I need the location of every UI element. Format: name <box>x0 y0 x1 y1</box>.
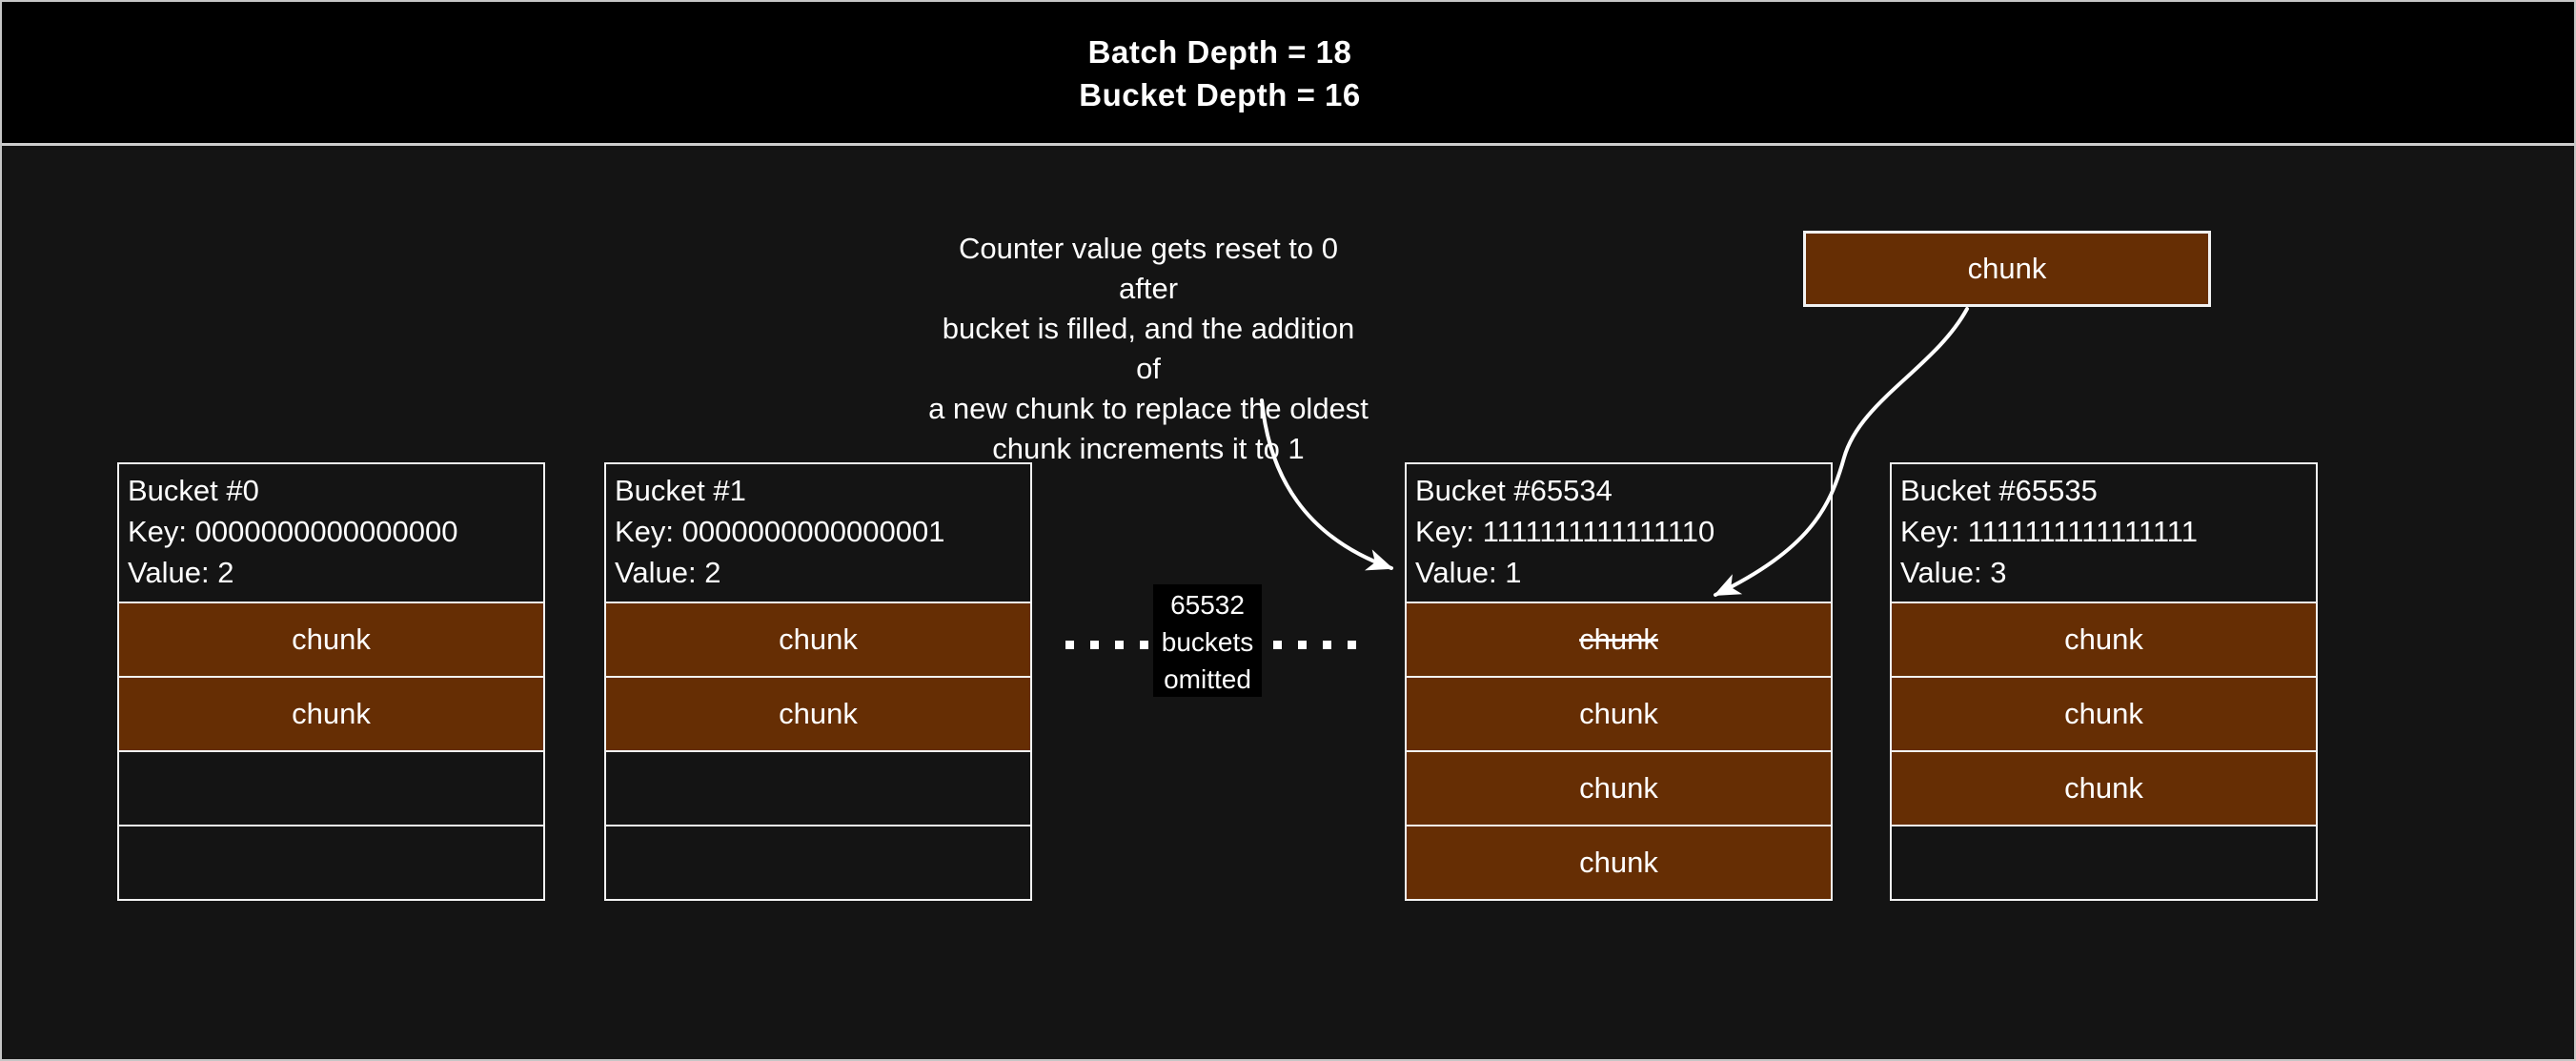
bucket-value: Value: 1 <box>1415 556 1522 589</box>
chunk-label: chunk <box>1579 846 1658 879</box>
chunk-slot: chunk <box>604 602 1032 678</box>
chunk-label: chunk <box>779 697 858 730</box>
title-band: Batch Depth = 18 Bucket Depth = 16 <box>2 2 2574 146</box>
chunk-slot: chunk <box>1890 676 2318 752</box>
annotation-line: bucket is filled, and the addition of <box>942 312 1355 385</box>
ellipsis-dot <box>1065 641 1074 649</box>
chunk-label: chunk <box>779 622 858 656</box>
bucket-value: Value: 3 <box>1900 556 2007 589</box>
ellipsis-dot <box>1115 641 1124 649</box>
empty-slot <box>1890 825 2318 901</box>
omitted-line: 65532 <box>1170 590 1245 620</box>
bucket-title: Bucket #65534 <box>1415 474 1613 507</box>
diagram-title: Batch Depth = 18 Bucket Depth = 16 <box>2 31 2438 116</box>
empty-slot <box>604 825 1032 901</box>
bucket-key: Key: 0000000000000000 <box>128 515 458 548</box>
omitted-line: buckets <box>1161 627 1254 657</box>
ellipsis-dot <box>1323 641 1331 649</box>
annotation-line: chunk increments it to 1 <box>992 432 1305 465</box>
bucket-value: Value: 2 <box>615 556 721 589</box>
chunk-slot: chunk <box>1405 825 1833 901</box>
ellipsis-dot <box>1273 641 1282 649</box>
omitted-line: omitted <box>1164 664 1251 694</box>
empty-slot <box>117 825 545 901</box>
bucket-key: Key: 1111111111111111 <box>1900 515 2198 548</box>
bucket-title: Bucket #1 <box>615 474 746 507</box>
empty-slot <box>604 750 1032 826</box>
batch-depth-line: Batch Depth = 18 <box>1087 34 1352 70</box>
bucket-key: Key: 0000000000000001 <box>615 515 945 548</box>
bucket-value: Value: 2 <box>128 556 234 589</box>
bucket-key: Key: 1111111111111110 <box>1415 515 1715 548</box>
empty-slot <box>117 750 545 826</box>
omitted-buckets-label: 65532 buckets omitted <box>1153 584 1262 697</box>
chunk-slot: chunk <box>1890 602 2318 678</box>
chunk-label: chunk <box>2064 697 2143 730</box>
annotation-line: Counter value gets reset to 0 after <box>958 232 1339 305</box>
new-chunk-box: chunk <box>1803 231 2211 307</box>
counter-reset-annotation: Counter value gets reset to 0 after buck… <box>928 229 1369 469</box>
chunk-label: chunk <box>2064 622 2143 656</box>
bucket-title: Bucket #0 <box>128 474 259 507</box>
chunk-label: chunk <box>1579 697 1658 730</box>
bucket-depth-line: Bucket Depth = 16 <box>1079 77 1361 112</box>
chunk-label: chunk <box>1579 622 1658 656</box>
chunk-slot: chunk <box>1890 750 2318 826</box>
chunk-slot: chunk <box>117 676 545 752</box>
chunk-slot: chunk <box>1405 750 1833 826</box>
annotation-line: a new chunk to replace the oldest <box>928 392 1369 425</box>
ellipsis-dot <box>1298 641 1307 649</box>
ellipsis-dot <box>1090 641 1099 649</box>
chunk-slot: chunk <box>604 676 1032 752</box>
chunk-slot: chunk <box>1405 602 1833 678</box>
chunk-label: chunk <box>292 622 371 656</box>
chunk-slot: chunk <box>1405 676 1833 752</box>
bucket-title: Bucket #65535 <box>1900 474 2098 507</box>
chunk-label: chunk <box>1967 252 2047 285</box>
chunk-slot: chunk <box>117 602 545 678</box>
ellipsis-dot <box>1140 641 1148 649</box>
chunk-label: chunk <box>1579 771 1658 805</box>
chunk-label: chunk <box>2064 771 2143 805</box>
ellipsis-dot <box>1348 641 1356 649</box>
chunk-label: chunk <box>292 697 371 730</box>
